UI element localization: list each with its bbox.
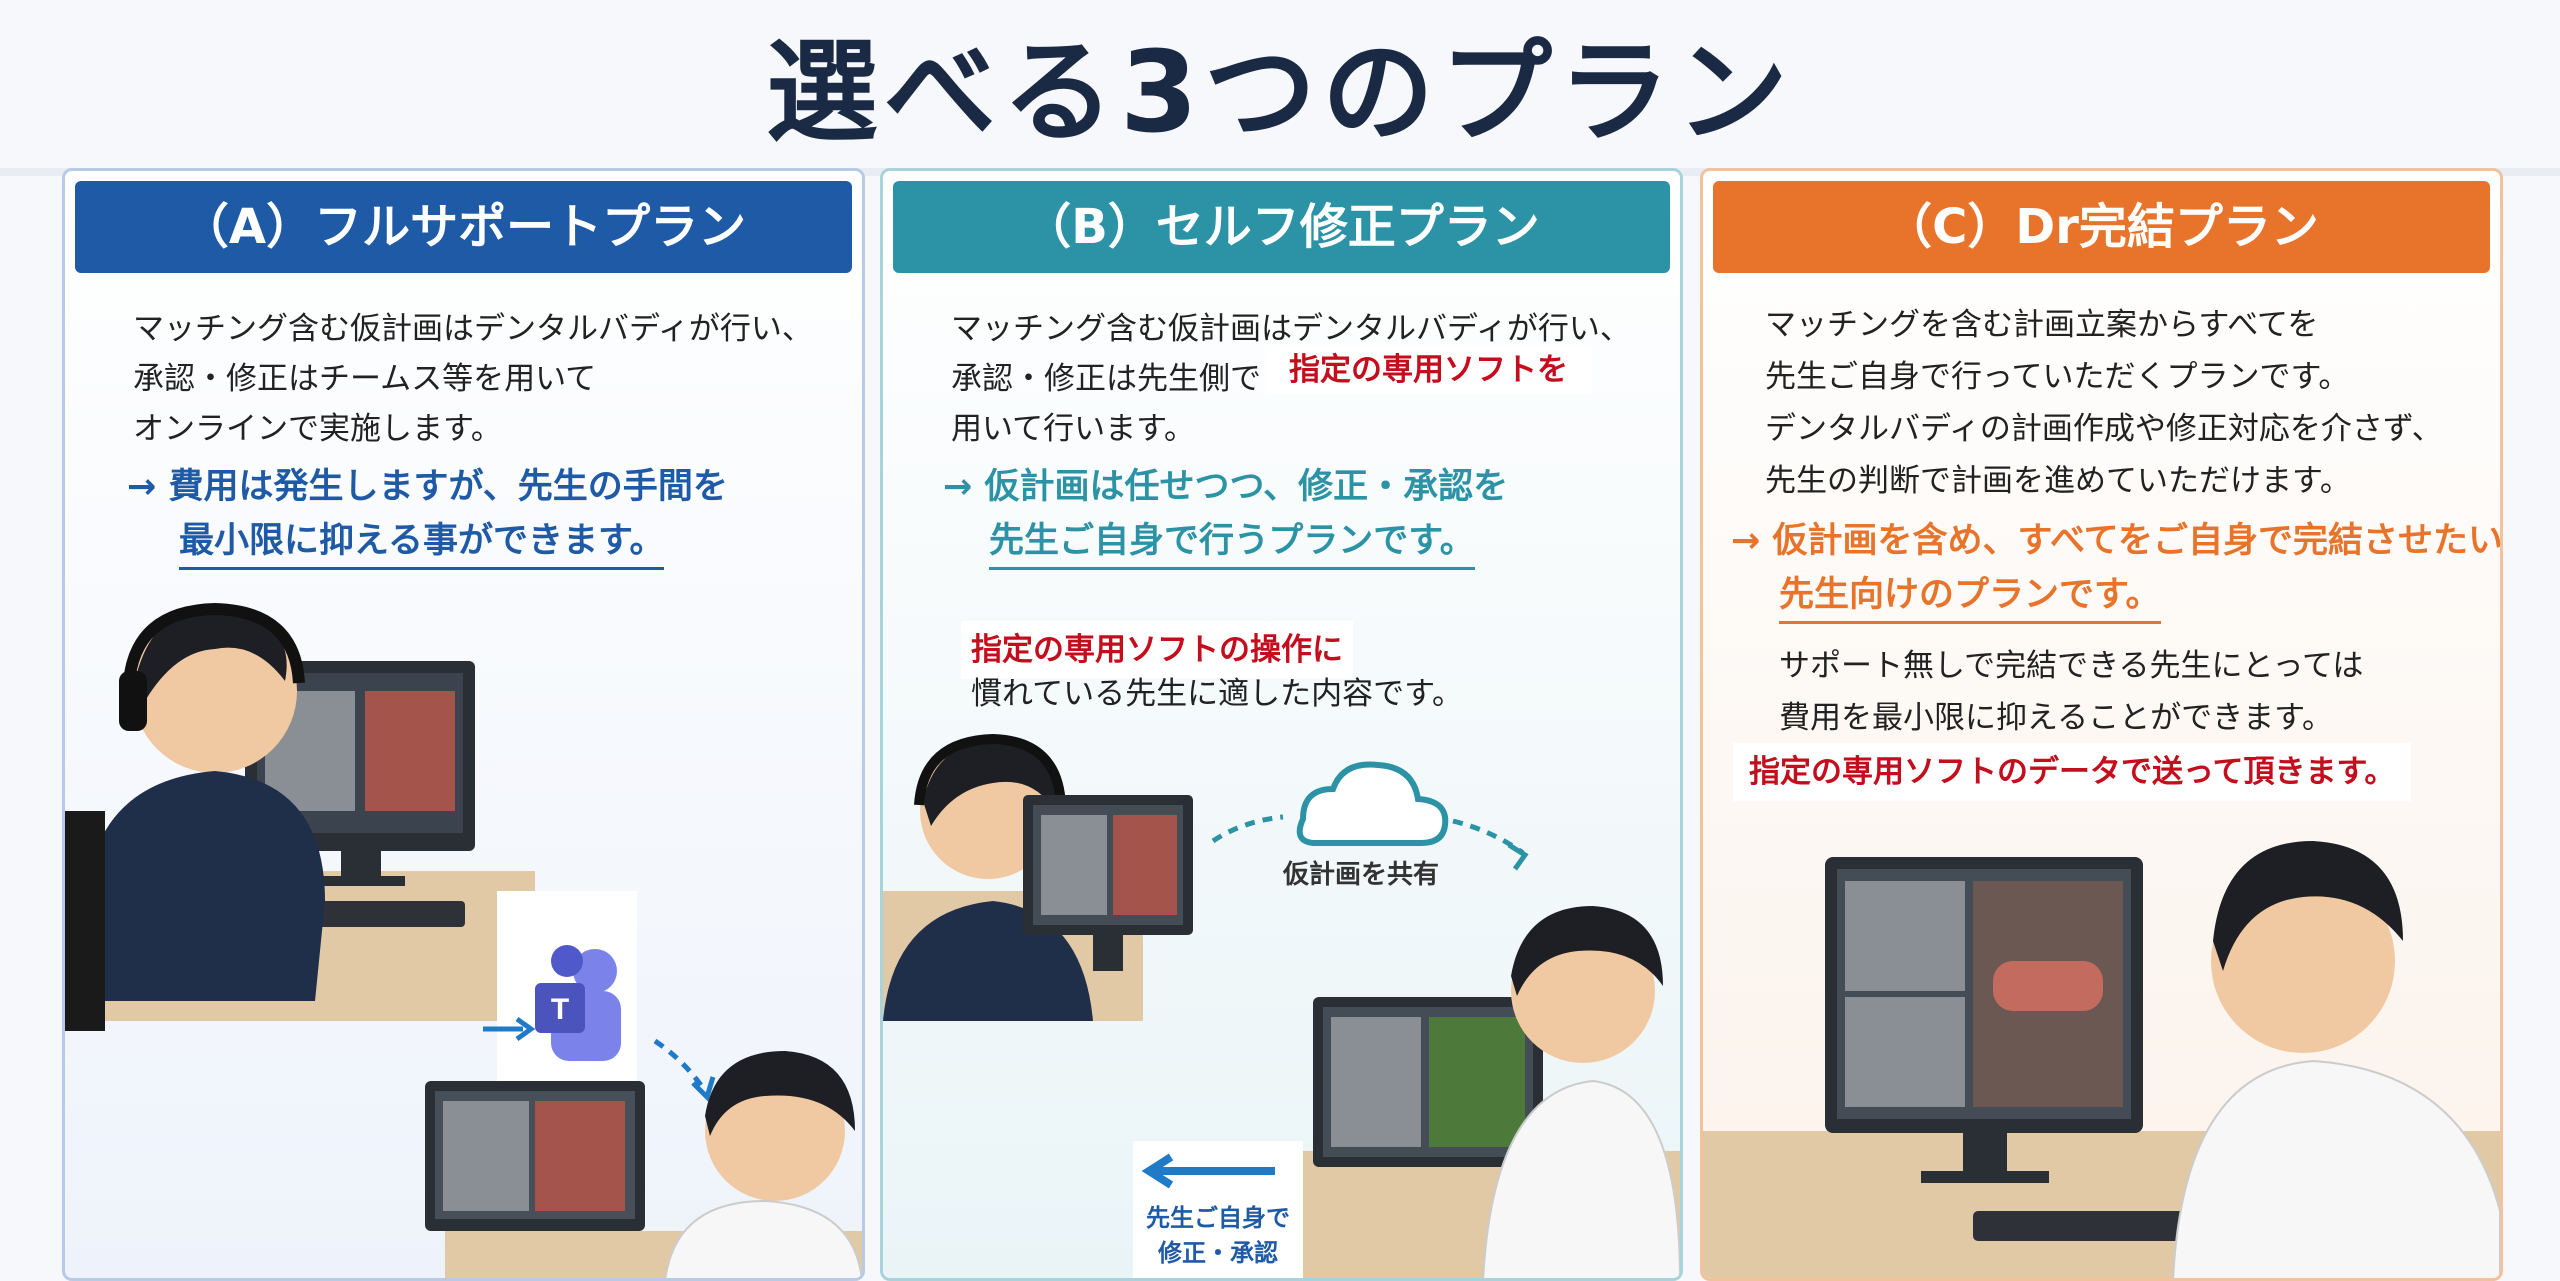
plan-b-header: （B）セルフ修正プラン xyxy=(893,181,1670,273)
plan-a-illustration: T xyxy=(65,602,862,1278)
self-label: 先生ご自身で xyxy=(1146,1204,1290,1232)
svg-text:T: T xyxy=(551,993,569,1026)
share-label: 仮計画を共有 xyxy=(1282,859,1439,890)
plan-a-accent: 最小限に抑える事ができます。 xyxy=(179,517,665,570)
page-title: 選べる3つのプラン xyxy=(766,28,1794,158)
plan-b-red-note: 指定の専用ソフトの操作に xyxy=(961,621,1353,679)
cloud-icon xyxy=(1296,761,1449,846)
plan-b-accent: → 仮計画は任せつつ、修正・承認を xyxy=(943,467,1509,507)
plan-a-line: マッチング含む仮計画はデンタルバディが行い、 xyxy=(133,311,813,347)
plan-c-line: 先生ご自身で行っていただくプランです。 xyxy=(1765,359,2350,395)
plan-b-after-note: 慣れている先生に適した内容です。 xyxy=(971,676,1463,712)
plan-c-red-note: 指定の専用ソフトのデータで送って頂きます。 xyxy=(1733,743,2412,801)
plan-c-plain: 費用を最小限に抑えることができます。 xyxy=(1779,700,2333,736)
plan-b-line: 用いて行います。 xyxy=(951,411,1195,447)
self-label: 修正・承認 xyxy=(1157,1239,1278,1267)
plan-b-accent: 先生ご自身で行うプランです。 xyxy=(989,517,1475,570)
plan-c-illustration xyxy=(1703,841,2500,1278)
plan-c-plain: サポート無しで完結できる先生にとっては xyxy=(1779,648,2364,684)
plan-b-line: マッチング含む仮計画はデンタルバディが行い、 xyxy=(951,311,1631,347)
plan-c-line: マッチングを含む計画立案からすべてを xyxy=(1765,307,2319,343)
plan-c-accent: 先生向けのプランです。 xyxy=(1779,571,2161,624)
plan-b-line: 承認・修正は先生側で xyxy=(951,361,1261,397)
plan-c-line: デンタルバディの計画作成や修正対応を介さず、 xyxy=(1765,411,2443,447)
plan-b-illustration: 仮計画を共有 先生ご自身で 修正・承認 xyxy=(883,733,1680,1278)
plan-a-card: （A）フルサポートプラン マッチング含む仮計画はデンタルバディが行い、 承認・修… xyxy=(62,168,865,1281)
plan-b-inline-note: 指定の専用ソフトを xyxy=(1265,347,1592,393)
plan-c-card: （C）Dr完結プラン マッチングを含む計画立案からすべてを 先生ご自身で行ってい… xyxy=(1700,168,2503,1281)
plan-b-card: （B）セルフ修正プラン マッチング含む仮計画はデンタルバディが行い、 承認・修正… xyxy=(880,168,1683,1281)
plan-a-line: 承認・修正はチームス等を用いて xyxy=(133,361,597,397)
plan-a-line: オンラインで実施します。 xyxy=(133,411,502,447)
plan-c-line: 先生の判断で計画を進めていただけます。 xyxy=(1765,463,2351,499)
arrow-icon xyxy=(1141,1153,1275,1189)
arrow-icon xyxy=(483,1016,716,1102)
plan-a-header: （A）フルサポートプラン xyxy=(75,181,852,273)
plan-c-accent: → 仮計画を含め、すべてをご自身で完結させたい xyxy=(1731,521,2503,561)
plan-a-accent: → 費用は発生しますが、先生の手間を xyxy=(127,467,728,507)
teams-icon: T xyxy=(535,945,621,1061)
plan-c-header: （C）Dr完結プラン xyxy=(1713,181,2490,273)
arrow-icon xyxy=(1211,814,1529,871)
